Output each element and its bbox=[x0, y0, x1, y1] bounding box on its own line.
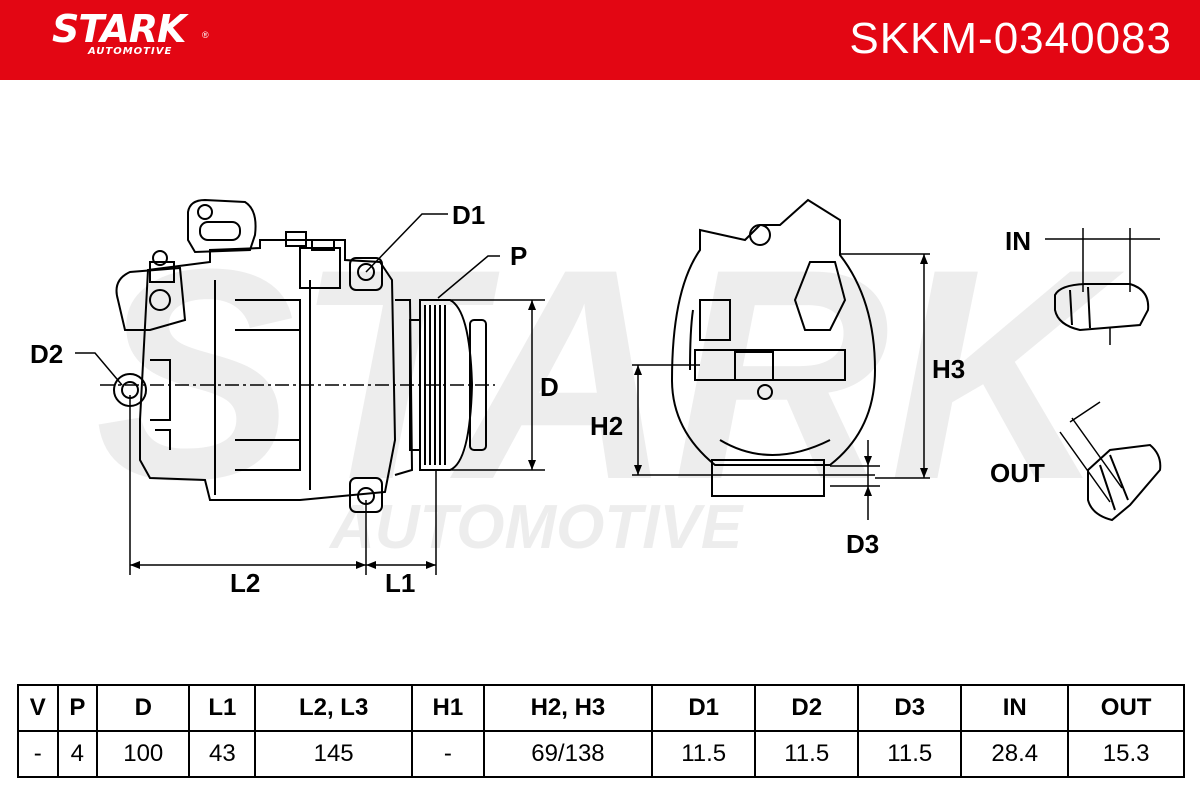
specs-header-cell: H1 bbox=[410, 684, 485, 732]
watermark-subtitle: AUTOMOTIVE bbox=[328, 493, 744, 562]
label-d3: D3 bbox=[846, 529, 879, 559]
specs-header-cell: IN bbox=[960, 684, 1070, 732]
specs-value-cell: 4 bbox=[56, 730, 99, 778]
specs-value-cell: 145 bbox=[254, 730, 413, 778]
specs-header-cell: D1 bbox=[651, 684, 757, 732]
front-view-arrows bbox=[634, 254, 928, 496]
registered-mark: ® bbox=[202, 30, 209, 40]
watermark-brand: STARK bbox=[95, 206, 1128, 542]
specs-value-cell: 11.5 bbox=[754, 730, 860, 778]
specs-value-cell: 43 bbox=[188, 730, 257, 778]
specs-value-cell: 11.5 bbox=[651, 730, 757, 778]
specs-value-cell: 15.3 bbox=[1067, 730, 1185, 778]
stark-logo: STARK AUTOMOTIVE ® bbox=[52, 7, 209, 57]
logo-subtitle: AUTOMOTIVE bbox=[88, 46, 173, 57]
part-number: SKKM-0340083 bbox=[849, 14, 1172, 63]
label-h2: H2 bbox=[590, 411, 623, 441]
specs-value-cell: 100 bbox=[96, 730, 191, 778]
label-d1: D1 bbox=[452, 200, 485, 230]
specs-value-cell: 11.5 bbox=[857, 730, 963, 778]
label-p: P bbox=[510, 241, 527, 271]
specs-value-cell: - bbox=[410, 730, 485, 778]
specs-header-cell: D2 bbox=[754, 684, 860, 732]
specs-header-cell: L1 bbox=[188, 684, 257, 732]
port-dimensions bbox=[1045, 228, 1160, 503]
specs-header-cell: OUT bbox=[1067, 684, 1185, 732]
specs-header-cell: H2, H3 bbox=[482, 684, 654, 732]
label-in: IN bbox=[1005, 226, 1031, 256]
compressor-front-view bbox=[670, 198, 877, 497]
technical-drawing: STARK AUTOMOTIVE bbox=[30, 198, 1162, 598]
specs-value-row: - 4 100 43 145 - 69/138 11.5 11.5 11.5 2… bbox=[17, 730, 1185, 778]
specs-header-cell: V bbox=[17, 684, 59, 732]
label-l2: L2 bbox=[230, 568, 260, 598]
logo-brand: STARK bbox=[52, 7, 186, 51]
label-l1: L1 bbox=[385, 568, 415, 598]
specs-header-row: V P D L1 L2, L3 H1 H2, H3 D1 D2 D3 IN OU… bbox=[17, 684, 1185, 732]
label-d: D bbox=[540, 372, 559, 402]
specs-value-cell: 69/138 bbox=[482, 730, 654, 778]
label-h3: H3 bbox=[932, 354, 965, 384]
label-out: OUT bbox=[990, 458, 1045, 488]
header-bar: STARK AUTOMOTIVE ® SKKM-0340083 bbox=[0, 0, 1200, 80]
side-view-dimensions bbox=[75, 213, 545, 575]
front-view-dimensions bbox=[632, 253, 930, 520]
specs-table: V P D L1 L2, L3 H1 H2, H3 D1 D2 D3 IN OU… bbox=[17, 684, 1185, 778]
specs-header-cell: D3 bbox=[857, 684, 963, 732]
port-fittings bbox=[1054, 283, 1162, 522]
specs-value-cell: 28.4 bbox=[960, 730, 1070, 778]
specs-header-cell: L2, L3 bbox=[254, 684, 413, 732]
specs-header-cell: P bbox=[56, 684, 99, 732]
side-view-arrows bbox=[130, 300, 536, 569]
label-d2: D2 bbox=[30, 339, 63, 369]
specs-value-cell: - bbox=[17, 730, 59, 778]
specs-header-cell: D bbox=[96, 684, 191, 732]
